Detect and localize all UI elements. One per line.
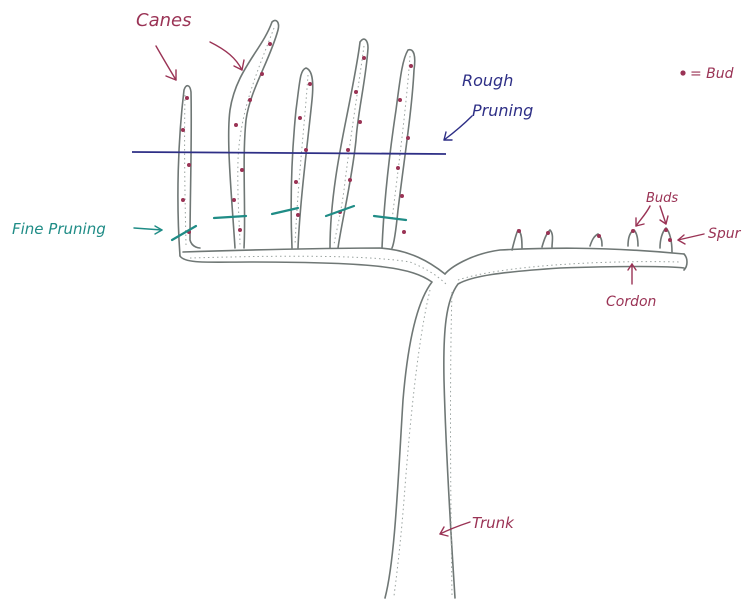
bud <box>398 98 402 102</box>
cane-4-shading <box>334 46 364 246</box>
rough-pruning-arrow <box>444 116 472 140</box>
bud <box>362 56 366 60</box>
bud <box>296 213 300 217</box>
cordon-shading <box>190 256 448 286</box>
bud <box>358 120 362 124</box>
bud <box>406 136 410 140</box>
cane-3 <box>291 68 313 248</box>
fine-pruning-cuts <box>172 206 406 240</box>
bud <box>396 166 400 170</box>
bud <box>400 194 404 198</box>
fine-cut-1 <box>172 226 196 240</box>
trunk-left-edge <box>180 256 432 598</box>
bud <box>187 163 191 167</box>
bud <box>185 96 189 100</box>
cordon-right-shading <box>458 262 680 280</box>
legend: = Bud <box>680 66 733 82</box>
buds-arrow-1 <box>636 206 650 226</box>
bud <box>346 148 350 152</box>
bud <box>238 228 242 232</box>
bud <box>248 98 252 102</box>
legend-bud-label: = Bud <box>690 66 734 82</box>
bud <box>181 128 185 132</box>
bud <box>260 72 264 76</box>
bud <box>268 42 272 46</box>
annotation-arrows <box>134 42 704 536</box>
bud <box>308 82 312 86</box>
trunk-inner-edge <box>445 248 684 274</box>
bud <box>181 198 185 202</box>
bud <box>354 90 358 94</box>
bud <box>546 231 550 235</box>
bud <box>232 198 236 202</box>
buds-label: Buds <box>646 191 678 206</box>
canes <box>178 20 415 256</box>
bud <box>348 178 352 182</box>
spur-label: Spur <box>708 226 742 242</box>
rough-pruning-label-line1: Rough <box>462 71 513 90</box>
spur-1 <box>512 230 522 250</box>
bud <box>409 64 413 68</box>
bud <box>664 228 668 232</box>
fine-pruning-label: Fine Pruning <box>12 220 106 238</box>
rough-pruning-label-line2: Pruning <box>472 101 533 120</box>
fine-cut-5 <box>374 216 406 220</box>
cane-1-shading <box>185 95 186 245</box>
bud <box>597 234 601 238</box>
bud <box>668 238 672 242</box>
canes-arrow-right <box>210 42 242 70</box>
bud <box>631 229 635 233</box>
trunk-arrow <box>440 522 470 534</box>
trunk-label: Trunk <box>472 514 515 532</box>
bud <box>294 180 298 184</box>
bud <box>517 229 521 233</box>
bud <box>240 168 244 172</box>
canes-label: Canes <box>136 10 191 31</box>
bud <box>402 230 406 234</box>
cordon-left-inner-edge <box>183 248 445 274</box>
buds <box>181 42 672 242</box>
cane-4 <box>330 39 368 248</box>
canes-arrow-left <box>156 46 176 80</box>
bud <box>234 123 238 127</box>
legend-bud-marker <box>680 70 685 75</box>
cordon-label: Cordon <box>606 294 656 310</box>
fine-cut-2 <box>214 216 246 218</box>
fine-cut-4 <box>326 206 354 216</box>
fine-cut-3 <box>272 208 298 214</box>
trunk-right-edge <box>444 267 684 599</box>
bud <box>304 148 308 152</box>
stipple-shading <box>185 28 680 596</box>
bud <box>298 116 302 120</box>
